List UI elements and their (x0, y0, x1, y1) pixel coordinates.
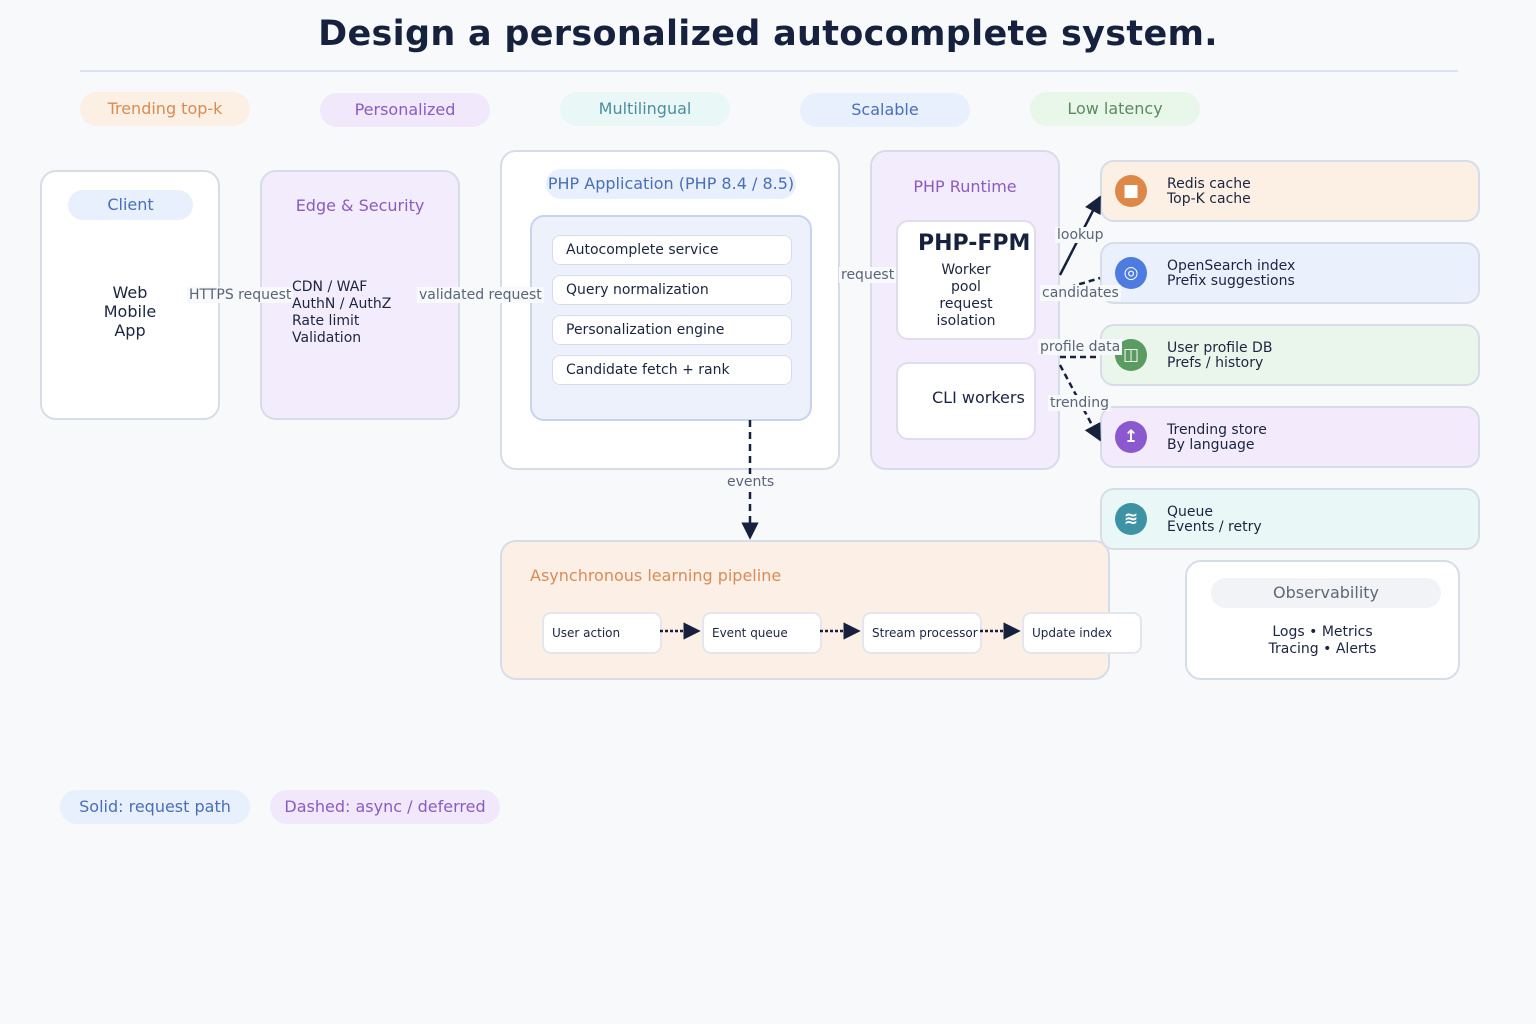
target-icon: ◎ (1115, 257, 1147, 289)
store-redis: ■ Redis cache Top-K cache (1100, 160, 1480, 222)
store-name: Redis cache (1167, 176, 1251, 192)
store-desc: Prefix suggestions (1167, 273, 1295, 289)
service-autocomplete: Autocomplete service (552, 235, 792, 265)
store-queue: ≋ Queue Events / retry (1100, 488, 1480, 550)
store-desc: Events / retry (1167, 519, 1262, 535)
store-desc: By language (1167, 437, 1255, 453)
store-name: Trending store (1167, 422, 1267, 438)
service-candidate-fetch-rank: Candidate fetch + rank (552, 355, 792, 385)
edge-label-trending: trending (1048, 395, 1111, 411)
observability-text: Logs • Metrics Tracing • Alerts (1268, 624, 1377, 657)
store-user-profile: ◫ User profile DB Prefs / history (1100, 324, 1480, 386)
edge-candidates (1059, 276, 1101, 292)
page-title: Design a personalized autocomplete syste… (318, 14, 1218, 54)
edge-label-profile: profile data (1038, 339, 1123, 355)
client-text: Web Mobile App (103, 283, 157, 340)
tag-trending: Trending top-k (80, 92, 250, 126)
client-box: Client Web Mobile App (40, 170, 220, 420)
php-application-box: PHP Application (PHP 8.4 / 8.5) Autocomp… (500, 150, 840, 470)
tag-scalable: Scalable (800, 93, 970, 127)
php-fpm-box: PHP-FPM Worker pool request isolation (896, 220, 1036, 340)
service-query-normalization: Query normalization (552, 275, 792, 305)
php-runtime-box: PHP Runtime PHP-FPM Worker pool request … (870, 150, 1060, 470)
edge-label-candidates: candidates (1040, 285, 1121, 301)
app-title: PHP Application (PHP 8.4 / 8.5) (546, 169, 796, 199)
up-arrow-icon: ↥ (1115, 421, 1147, 453)
store-name: Queue (1167, 504, 1213, 520)
tag-personalized: Personalized (320, 93, 490, 127)
tag-low-latency: Low latency (1030, 92, 1200, 126)
php-fpm-text: Worker pool request isolation (936, 262, 996, 329)
step-user-action: User action (542, 612, 662, 654)
pipeline-title: Asynchronous learning pipeline (530, 566, 782, 585)
observability-title: Observability (1211, 578, 1441, 608)
observability-box: Observability Logs • Metrics Tracing • A… (1185, 560, 1460, 680)
service-personalization-engine: Personalization engine (552, 315, 792, 345)
edge-text: CDN / WAF AuthN / AuthZ Rate limit Valid… (292, 279, 392, 346)
edge-label-lookup: lookup (1055, 227, 1106, 243)
async-pipeline-box: Asynchronous learning pipeline User acti… (500, 540, 1142, 680)
store-desc: Top-K cache (1167, 191, 1251, 207)
store-desc: Prefs / history (1167, 355, 1264, 371)
tag-multilingual: Multilingual (560, 92, 730, 126)
cli-workers-box: CLI workers (896, 362, 1036, 440)
edge-label-validated: validated request (417, 287, 544, 303)
edge-label-events: events (725, 474, 777, 490)
step-update-index: Update index (1022, 612, 1142, 654)
cli-workers-label: CLI workers (932, 388, 1025, 407)
runtime-title: PHP Runtime (913, 177, 1017, 196)
store-opensearch: ◎ OpenSearch index Prefix suggestions (1100, 242, 1480, 304)
edge-label-https: HTTPS request (187, 287, 294, 303)
step-event-queue: Event queue (702, 612, 822, 654)
legend-dashed: Dashed: async / deferred (270, 790, 500, 824)
app-services-panel: Autocomplete service Query normalization… (530, 215, 812, 421)
store-trending: ↥ Trending store By language (1100, 406, 1480, 468)
php-fpm-title: PHP-FPM (918, 231, 1031, 256)
square-icon: ■ (1115, 175, 1147, 207)
legend-solid: Solid: request path (60, 790, 250, 824)
edge-title: Edge & Security (295, 196, 425, 215)
client-title: Client (68, 190, 193, 220)
step-stream-processor: Stream processor (862, 612, 982, 654)
store-name: OpenSearch index (1167, 258, 1296, 274)
edge-label-request: request (839, 267, 897, 283)
title-divider (80, 70, 1458, 72)
store-name: User profile DB (1167, 340, 1273, 356)
waves-icon: ≋ (1115, 503, 1147, 535)
